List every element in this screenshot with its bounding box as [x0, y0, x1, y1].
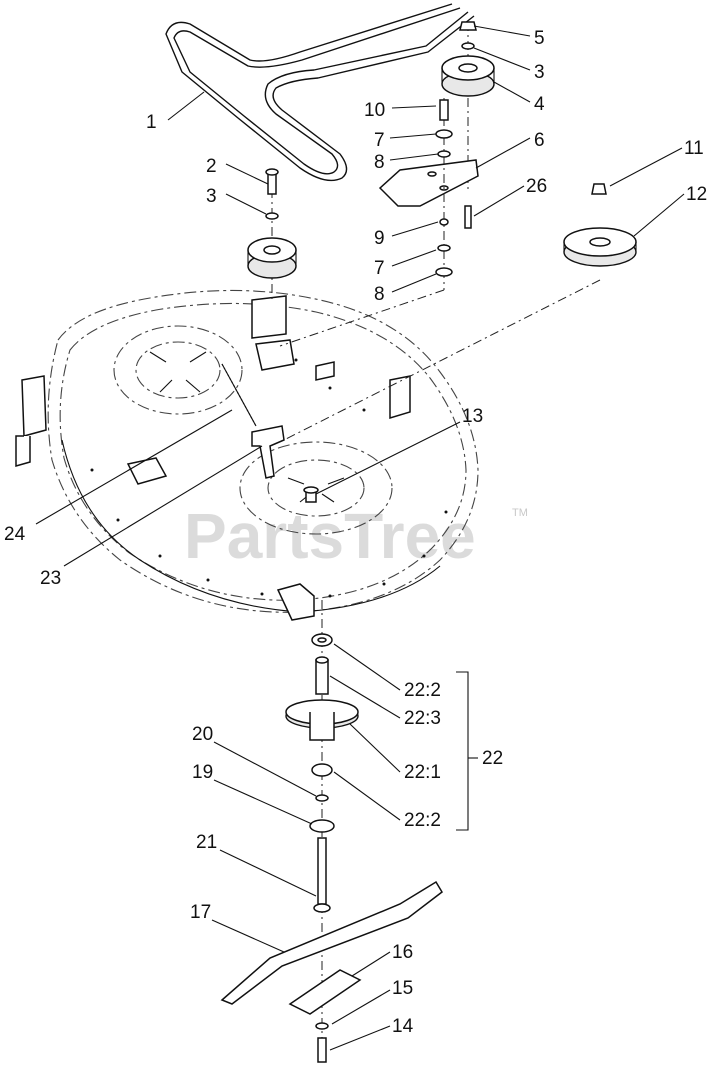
callout-8-bottom: 8	[374, 284, 385, 305]
left-idler-pulley-stack	[247, 168, 297, 300]
callout-6: 6	[534, 130, 545, 151]
callout-9: 9	[374, 228, 385, 249]
drive-pulley	[283, 183, 637, 441]
trademark-text: TM	[512, 507, 528, 519]
callout-12: 12	[686, 184, 707, 205]
callout-4: 4	[534, 94, 545, 115]
drive-belt	[165, 3, 475, 182]
callout-23: 23	[40, 568, 61, 589]
callout-16: 16	[392, 942, 413, 963]
blade-washer	[315, 1022, 329, 1030]
spindle-assembly	[285, 600, 359, 1040]
callout-22-2-top: 22:2	[404, 680, 441, 701]
tension-spring	[221, 363, 257, 427]
center-bolt	[303, 486, 319, 503]
callout-8-top: 8	[374, 152, 385, 173]
callout-5: 5	[534, 28, 545, 49]
callout-2: 2	[206, 156, 217, 177]
mower-blade	[220, 880, 443, 1005]
callout-3-right: 3	[534, 62, 545, 83]
right-idler-stack	[378, 21, 495, 290]
callout-14: 14	[392, 1016, 414, 1037]
callout-21: 21	[196, 832, 217, 853]
callout-1: 1	[146, 112, 157, 133]
callout-22-1: 22:1	[404, 762, 441, 783]
callout-17: 17	[190, 902, 211, 923]
blade-bolt	[317, 1037, 327, 1063]
callout-7-bottom: 7	[374, 258, 385, 279]
callout-13: 13	[462, 406, 483, 427]
callout-3-left: 3	[206, 186, 217, 207]
callout-labels: 1 2 3 3 4 5 6 7 7 8 8 9 10 11 12 13 14 1…	[4, 28, 707, 1037]
callout-10: 10	[364, 100, 385, 121]
callout-15: 15	[392, 978, 413, 999]
leader-lines	[35, 25, 685, 1051]
callout-22-3: 22:3	[404, 708, 441, 729]
callout-11: 11	[684, 138, 704, 159]
mower-deck	[15, 289, 479, 621]
watermark-text: PartsTree	[184, 500, 476, 572]
callout-7-top: 7	[374, 130, 385, 151]
callout-24: 24	[4, 524, 26, 545]
idler-arm	[251, 425, 285, 479]
callout-19: 19	[192, 762, 213, 783]
callout-26: 26	[526, 176, 547, 197]
callout-20: 20	[192, 724, 213, 745]
callout-22-2-bottom: 22:2	[404, 810, 441, 831]
blade-adapter	[288, 969, 362, 1015]
callout-22: 22	[482, 748, 503, 769]
